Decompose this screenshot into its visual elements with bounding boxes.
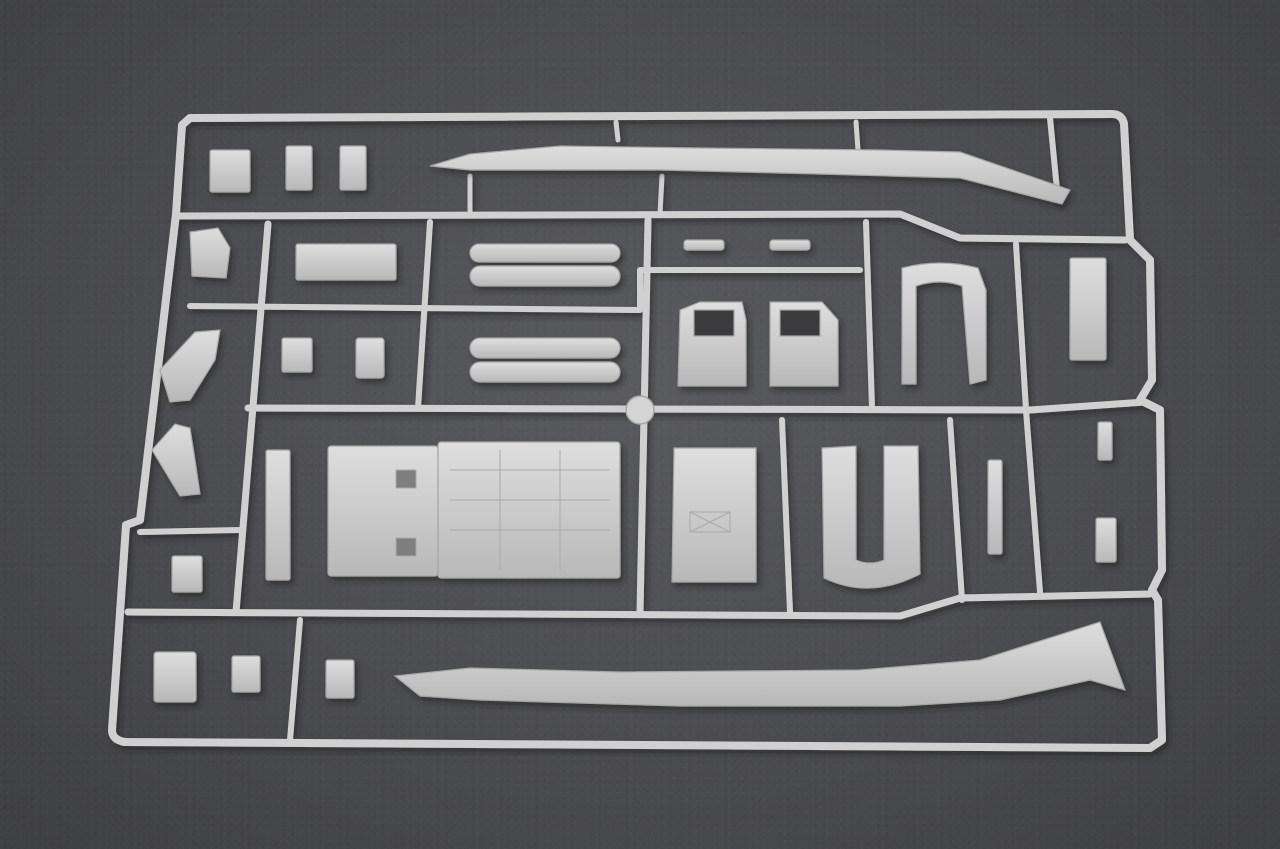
part-side-plate [1069,257,1107,361]
cylinder-4 [469,361,621,383]
sprue-gate-disc [625,395,655,425]
runner-h3 [244,398,1149,414]
chassis-rail-top [429,145,1071,205]
part-block-2 [285,145,313,191]
cylinder-3 [469,337,621,359]
runner-v11 [853,119,861,153]
part-lower-rail [265,449,291,581]
runner-v8 [287,617,303,743]
runner-h4 [124,590,1154,620]
runner-v5 [1013,241,1043,595]
part-clip-1 [987,459,1003,555]
part-clip-3 [1095,517,1117,563]
deck-plate-main [437,441,621,579]
cylinder-2 [469,265,621,287]
part-connector-1 [683,239,725,251]
part-clip-2 [1097,421,1113,461]
runner-h1 [172,210,1129,244]
runner-v7 [779,417,793,615]
part-block-7 [325,659,355,699]
part-bracket-3 [151,423,201,497]
part-block-5 [153,651,197,703]
door-window-right [779,309,821,337]
door-window-left [693,309,735,337]
runner-v1 [232,220,272,616]
part-surface-details [395,450,731,570]
runner-v6 [947,417,965,603]
part-block-1 [209,149,251,193]
part-block-6 [231,655,261,693]
part-small-1 [281,337,313,373]
part-bracket-1 [189,227,231,279]
part-arch [901,262,987,385]
cylinder-1 [469,243,621,263]
runner-v2 [415,219,433,411]
runner-h2 [187,267,863,313]
part-block-3 [339,145,367,191]
runner-h5 [137,527,243,535]
part-bracket-2 [159,329,221,403]
part-plate-top [295,243,397,281]
part-small-2 [355,337,385,379]
outer-runner [108,110,1166,752]
hood-part [671,447,757,583]
chassis-rail-bottom [393,621,1126,707]
deck-plate-left [327,445,439,577]
runner-v10 [613,119,621,143]
runner-v4 [863,219,875,411]
runner-v12 [657,173,665,217]
part-block-4 [171,555,203,593]
part-connector-2 [769,239,811,251]
part-u-shape [821,445,921,589]
